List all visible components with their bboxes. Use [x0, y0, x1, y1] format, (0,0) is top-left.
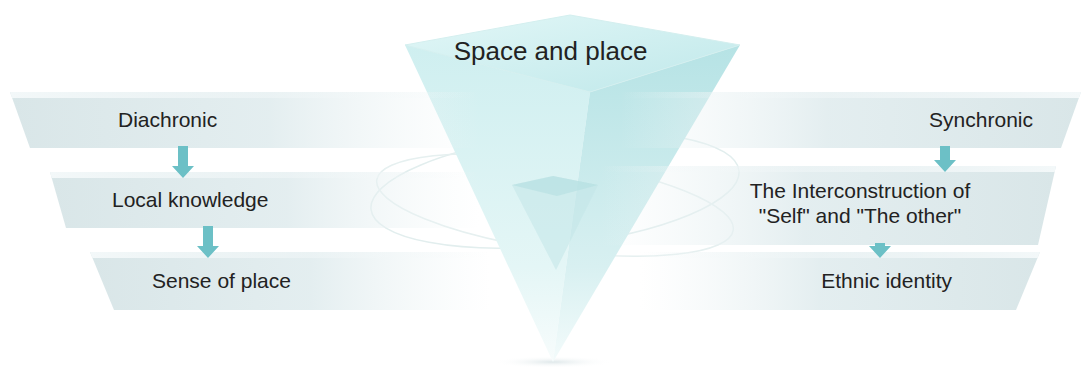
- pyramid-top-face: [405, 15, 740, 92]
- band-highlight: [600, 166, 1056, 172]
- pyramid-top: Space and place: [405, 14, 740, 94]
- band: Synchronic: [620, 92, 1081, 148]
- band: Ethnic identity: [640, 252, 1040, 310]
- band-fill: [90, 252, 490, 310]
- band: The Interconstruction of "Self" and "The…: [600, 166, 1056, 245]
- band-fill: [640, 252, 1040, 310]
- band-label: Synchronic: [929, 107, 1033, 132]
- band-highlight: [620, 92, 1081, 98]
- band-highlight: [640, 252, 1040, 258]
- title-text: Space and place: [454, 36, 648, 67]
- band: Local knowledge: [50, 172, 480, 228]
- band-highlight: [90, 252, 490, 258]
- band-label: Local knowledge: [112, 187, 268, 212]
- band-fill: [50, 172, 480, 228]
- inner-pyramid-top: [512, 176, 598, 196]
- band-fill: [10, 92, 480, 148]
- band-fill: [600, 166, 1056, 245]
- flow-arrow: [869, 243, 891, 258]
- band-highlight: [10, 92, 480, 98]
- band-label: Diachronic: [118, 107, 217, 132]
- flow-arrow: [197, 226, 219, 258]
- band-highlight: [50, 172, 480, 178]
- band: Diachronic: [10, 92, 480, 148]
- flow-arrow: [172, 146, 194, 178]
- band-shape: [10, 92, 480, 148]
- band: Sense of place: [90, 252, 490, 310]
- band-label: Ethnic identity: [821, 268, 952, 293]
- band-fill: [620, 92, 1081, 148]
- band-label: Sense of place: [152, 268, 291, 293]
- band-label: The Interconstruction of "Self" and "The…: [725, 178, 995, 228]
- flow-arrow: [934, 146, 956, 172]
- inner-pyramid: [512, 176, 598, 270]
